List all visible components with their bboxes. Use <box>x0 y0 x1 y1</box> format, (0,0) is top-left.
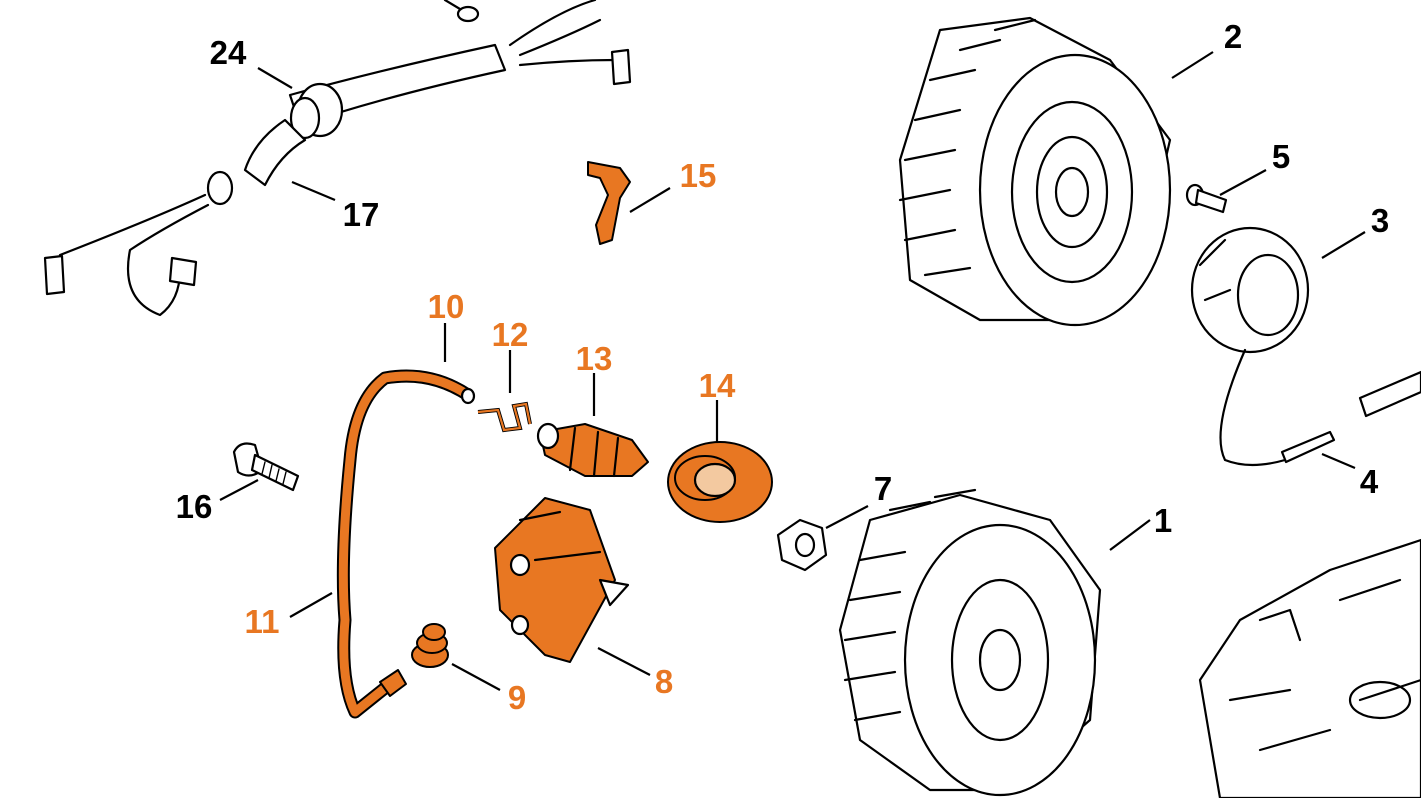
callout-13: 13 <box>576 340 613 377</box>
bushing-part-14 <box>667 441 773 523</box>
spark-plug-boot-part <box>536 422 649 478</box>
callout-16: 16 <box>176 488 213 525</box>
callout-labels: 1 2 3 4 5 7 8 9 10 11 12 13 14 15 16 17 … <box>176 18 1390 716</box>
ignition-module-part <box>494 497 630 663</box>
nut-part-7 <box>776 518 828 572</box>
bracket-part <box>587 161 631 245</box>
screw-part-5 <box>1185 183 1228 214</box>
callout-9: 9 <box>508 679 526 716</box>
ignition-ring-part <box>1190 226 1310 354</box>
callout-8: 8 <box>655 663 673 700</box>
callout-4: 4 <box>1360 463 1379 500</box>
callout-1: 1 <box>1154 502 1172 539</box>
ignition-lead-part <box>336 369 476 719</box>
wire-part-4 <box>1219 348 1336 467</box>
spring-part-12 <box>477 401 532 433</box>
callout-15: 15 <box>680 157 717 194</box>
callout-12: 12 <box>492 316 529 353</box>
spring-part-9 <box>411 623 449 668</box>
flywheel-part <box>898 16 1172 327</box>
screw-part-16 <box>232 442 300 492</box>
leader-lines <box>219 51 1366 691</box>
callout-11: 11 <box>245 603 280 640</box>
callout-7: 7 <box>874 470 892 507</box>
callout-17: 17 <box>343 196 380 233</box>
callout-14: 14 <box>699 367 736 404</box>
callout-2: 2 <box>1224 18 1242 55</box>
engine-block-part <box>1198 370 1421 798</box>
callout-5: 5 <box>1272 138 1290 175</box>
callout-24: 24 <box>210 34 247 71</box>
callout-3: 3 <box>1371 202 1389 239</box>
flywheel-part-bottom <box>838 488 1102 797</box>
callout-10: 10 <box>428 288 465 325</box>
wiring-harness-part <box>43 0 632 317</box>
